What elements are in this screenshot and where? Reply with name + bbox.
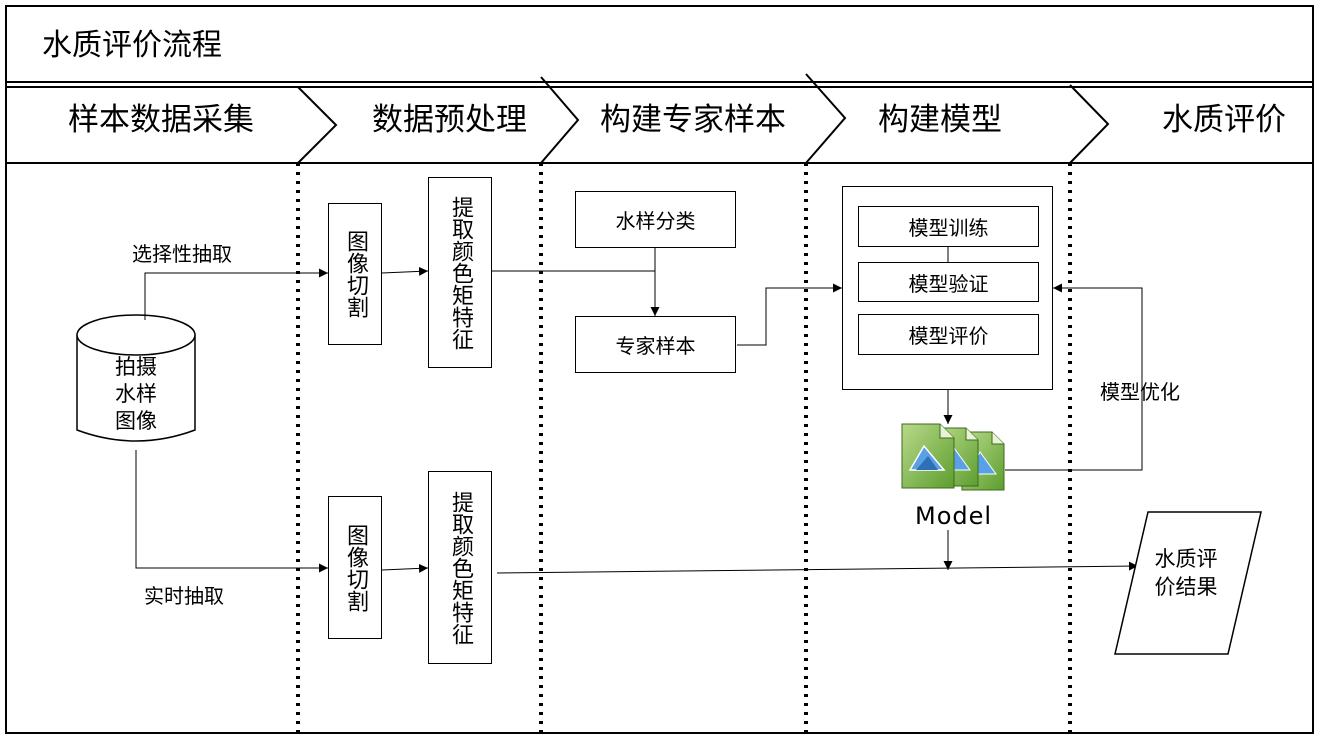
node-feature-top-label: 提取颜色矩特征 — [448, 195, 473, 350]
node-crop-top-label: 图像切割 — [343, 230, 368, 318]
source-image-node: 拍摄 水样 图像 — [77, 352, 195, 436]
stage-sample-collection: 样本数据采集 — [68, 102, 254, 138]
edge-model-optimize — [1005, 283, 1143, 471]
model-file-label: Model — [915, 502, 993, 530]
chevron-4 — [1069, 84, 1110, 164]
result-line-2: 价结果 — [1154, 575, 1218, 599]
node-model-train: 模型训练 — [858, 206, 1039, 247]
source-cylinder-body — [76, 335, 196, 442]
outer-frame — [5, 5, 1314, 734]
node-crop-top: 图像切割 — [328, 203, 382, 345]
node-model-evaluate: 模型评价 — [858, 314, 1039, 355]
node-feature-bottom: 提取颜色矩特征 — [428, 471, 492, 664]
model-container — [842, 186, 1053, 390]
node-model-train-label: 模型训练 — [908, 216, 989, 240]
stage-expert-samples: 构建专家样本 — [600, 102, 786, 138]
node-water-classify: 水样分类 — [575, 191, 736, 248]
node-crop-bottom: 图像切割 — [328, 496, 382, 639]
node-feature-top: 提取颜色矩特征 — [428, 177, 492, 368]
node-feature-bottom-label: 提取颜色矩特征 — [448, 490, 473, 645]
label-realtime-extract: 实时抽取 — [144, 584, 224, 608]
label-model-optimize: 模型优化 — [1100, 380, 1180, 404]
stage-build-model: 构建模型 — [878, 102, 1002, 138]
chevron-3 — [805, 73, 847, 164]
node-model-verify-label: 模型验证 — [908, 271, 989, 296]
node-water-classify-label: 水样分类 — [615, 209, 696, 233]
chevron-2 — [540, 76, 580, 164]
diagram-title: 水质评价流程 — [42, 28, 222, 63]
result-node: 水质评 价结果 — [1130, 540, 1242, 606]
node-model-evaluate-label: 模型评价 — [908, 324, 989, 348]
edge-sample-to-model — [737, 283, 842, 346]
node-expert-sample: 专家样本 — [575, 316, 736, 373]
node-model-verify: 模型验证 — [858, 262, 1039, 302]
result-parallelogram — [1114, 511, 1262, 655]
model-file-icon — [901, 423, 1005, 491]
edge-selective-extract — [144, 268, 328, 320]
node-expert-sample-label: 专家样本 — [615, 334, 696, 358]
edge-crop-to-feature-bottom — [381, 563, 429, 573]
edge-feature-to-result — [496, 561, 1139, 574]
edge-realtime-extract — [135, 450, 328, 573]
label-selective-extract: 选择性抽取 — [132, 242, 232, 266]
source-line-2: 水样 — [115, 381, 157, 406]
source-cylinder-top — [76, 314, 196, 356]
node-crop-bottom-label: 图像切割 — [343, 523, 368, 612]
stage-water-evaluation: 水质评价 — [1162, 102, 1286, 138]
chevron-1 — [297, 86, 338, 164]
stage-preprocessing: 数据预处理 — [372, 102, 527, 138]
result-line-1: 水质评 — [1154, 547, 1218, 571]
edge-crop-to-feature-top — [381, 266, 429, 276]
source-line-3: 图像 — [115, 408, 157, 433]
source-line-1: 拍摄 — [115, 354, 157, 379]
